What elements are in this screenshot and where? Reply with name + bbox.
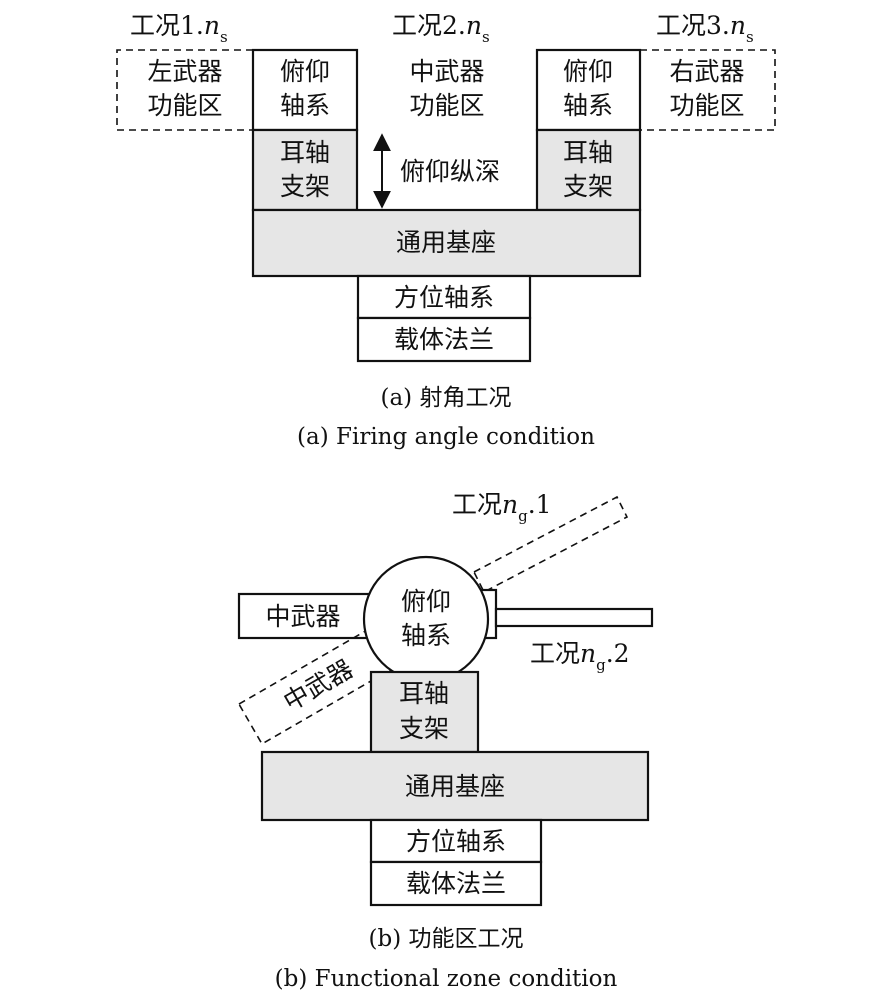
svg-text:方位轴系: 方位轴系 xyxy=(406,827,506,856)
case-ng2-label: 工况ng.2 xyxy=(530,639,630,674)
common-base-b: 通用基座 xyxy=(260,750,650,822)
svg-text:轴系: 轴系 xyxy=(280,91,330,120)
azimuth-shaft-a: 方位轴系 xyxy=(356,274,532,320)
center-weapon-zone: 中武器 功能区 xyxy=(409,57,484,120)
trunnion-bracket-b: 耳轴 支架 xyxy=(369,670,480,754)
pitch-depth-label: 俯仰纵深 xyxy=(400,157,500,186)
common-base-a: 通用基座 xyxy=(251,208,642,278)
svg-text:轴系: 轴系 xyxy=(563,91,613,120)
case-2-label: 工况2.ns xyxy=(392,11,490,46)
svg-text:右武器: 右武器 xyxy=(669,57,744,86)
svg-text:载体法兰: 载体法兰 xyxy=(394,325,494,354)
figure-b: 工况ng.1 工况ng.2 中武器 中武器 俯仰 轴系 xyxy=(237,490,654,992)
carrier-flange-a: 载体法兰 xyxy=(356,316,532,363)
carrier-flange-b: 载体法兰 xyxy=(369,860,543,907)
svg-text:支架: 支架 xyxy=(280,172,330,201)
right-weapon-zone: 右武器 功能区 xyxy=(669,57,744,120)
svg-text:俯仰: 俯仰 xyxy=(563,57,613,86)
right-pitch-shaft: 俯仰 轴系 xyxy=(535,48,642,132)
left-trunnion-bracket: 耳轴 支架 xyxy=(251,128,359,212)
figure-a: 工况1.ns 工况2.ns 工况3.ns 左武器 功能区 俯仰 轴系 中武器 功… xyxy=(116,11,776,450)
pitch-shaft-circle: 俯仰 轴系 xyxy=(362,555,490,683)
svg-text:耳轴: 耳轴 xyxy=(280,138,330,167)
svg-text:功能区: 功能区 xyxy=(669,91,744,120)
caption-b-cn: (b) 功能区工况 xyxy=(369,926,524,952)
svg-text:轴系: 轴系 xyxy=(401,621,451,650)
svg-text:通用基座: 通用基座 xyxy=(405,772,505,801)
left-pitch-shaft: 俯仰 轴系 xyxy=(251,48,359,132)
svg-text:支架: 支架 xyxy=(563,172,613,201)
svg-text:功能区: 功能区 xyxy=(147,91,222,120)
svg-text:左武器: 左武器 xyxy=(147,57,222,86)
svg-text:俯仰: 俯仰 xyxy=(401,587,451,616)
svg-text:中武器: 中武器 xyxy=(279,654,358,717)
weapon-zone-dashed-frame xyxy=(116,49,776,131)
svg-text:方位轴系: 方位轴系 xyxy=(394,283,494,312)
svg-text:中武器: 中武器 xyxy=(265,602,340,631)
svg-text:通用基座: 通用基座 xyxy=(396,228,496,257)
svg-text:支架: 支架 xyxy=(399,714,449,743)
case-ng1-dashed-weapon xyxy=(472,495,629,594)
case-1-label: 工况1.ns xyxy=(130,11,228,46)
svg-text:功能区: 功能区 xyxy=(409,91,484,120)
caption-a-en: (a) Firing angle condition xyxy=(297,424,595,450)
svg-text:中武器: 中武器 xyxy=(409,57,484,86)
case-ng2-weapon-bar xyxy=(494,607,654,628)
svg-text:载体法兰: 载体法兰 xyxy=(406,869,506,898)
right-trunnion-bracket: 耳轴 支架 xyxy=(535,128,642,212)
case-3-label: 工况3.ns xyxy=(656,11,754,46)
svg-text:俯仰: 俯仰 xyxy=(280,57,330,86)
left-weapon-zone: 左武器 功能区 xyxy=(147,57,222,120)
caption-a-cn: (a) 射角工况 xyxy=(381,385,512,411)
case-ng1-label: 工况ng.1 xyxy=(452,490,552,525)
azimuth-shaft-b: 方位轴系 xyxy=(369,818,543,864)
svg-text:耳轴: 耳轴 xyxy=(563,138,613,167)
svg-text:耳轴: 耳轴 xyxy=(399,679,449,708)
caption-b-en: (b) Functional zone condition xyxy=(275,966,618,992)
